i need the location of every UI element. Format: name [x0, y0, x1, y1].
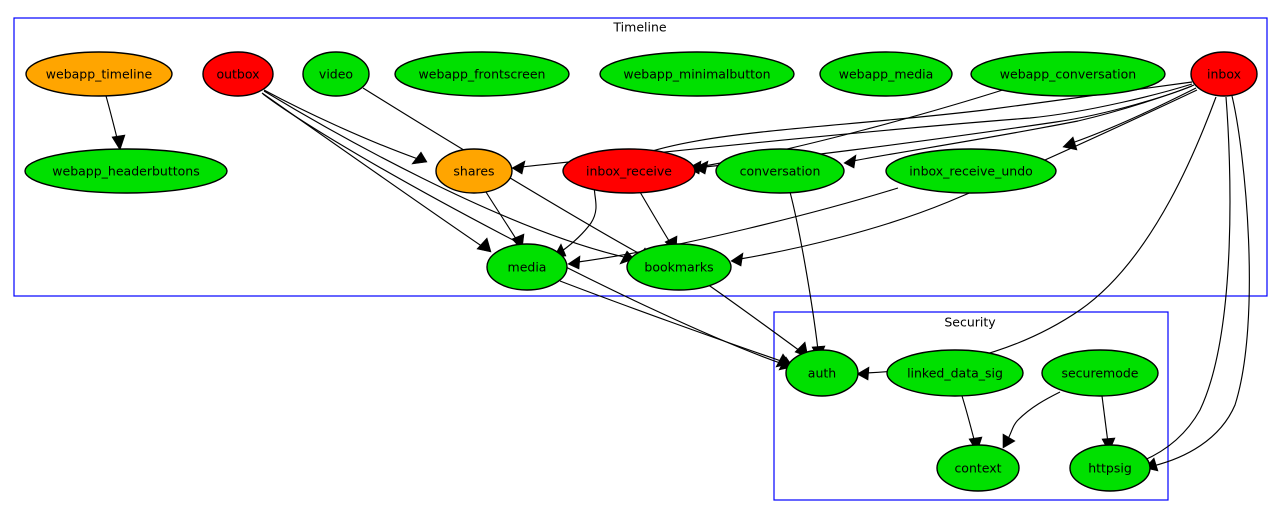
edge-line: [1101, 395, 1109, 444]
node-shape[interactable]: [885, 148, 1057, 194]
node-shape[interactable]: [1190, 51, 1258, 97]
node-shape[interactable]: [562, 148, 696, 194]
cluster-label: Security: [944, 315, 996, 330]
node-shape[interactable]: [715, 148, 845, 194]
node-securemode[interactable]: securemode: [1041, 349, 1159, 397]
node-shape[interactable]: [936, 444, 1020, 492]
arrowhead-icon: [476, 237, 492, 253]
arrowhead-icon: [111, 134, 126, 151]
node-shape[interactable]: [202, 51, 274, 97]
edge-line: [577, 187, 899, 263]
node-shape[interactable]: [819, 51, 953, 97]
edge-inbox-to-conversation: [843, 84, 1195, 169]
edge-line: [1152, 95, 1250, 467]
edge-line: [789, 191, 819, 351]
node-linked_data_sig[interactable]: linked_data_sig: [886, 349, 1024, 397]
node-webapp_media[interactable]: webapp_media: [819, 51, 953, 97]
edge-line: [105, 95, 119, 143]
node-shape[interactable]: [302, 51, 370, 97]
node-shape[interactable]: [394, 51, 570, 97]
edge-inbox-to-httpsig: [1131, 96, 1231, 469]
arrowhead-icon: [567, 255, 581, 270]
arrowhead-icon: [1062, 136, 1078, 151]
cluster-label: Timeline: [612, 20, 666, 35]
node-shape[interactable]: [486, 243, 568, 291]
cluster-border: [773, 311, 1169, 501]
node-outbox[interactable]: outbox: [202, 51, 274, 97]
edge-line: [263, 90, 625, 258]
edge-outbox-to-bookmarks: [263, 90, 635, 265]
node-conversation[interactable]: conversation: [715, 148, 845, 194]
arrowhead-icon: [411, 151, 428, 165]
node-shape[interactable]: [886, 349, 1024, 397]
node-shares[interactable]: shares: [435, 148, 513, 194]
node-shape[interactable]: [25, 51, 173, 97]
arrowhead-icon: [843, 154, 857, 169]
edge-media-to-auth: [559, 280, 791, 368]
node-shape[interactable]: [970, 51, 1166, 97]
edge-line: [639, 191, 672, 245]
edge-line: [1071, 87, 1197, 144]
edge-line: [865, 96, 1217, 374]
edge-line: [1007, 391, 1061, 440]
node-shape[interactable]: [599, 51, 795, 97]
node-shape[interactable]: [785, 349, 859, 397]
edge-outbox-to-auth: [262, 93, 794, 371]
cluster-timeline: Timeline: [13, 17, 1268, 297]
edge-line: [1139, 96, 1231, 463]
edge-line: [706, 283, 801, 352]
edge-securemode-to-httpsig: [1101, 395, 1116, 453]
node-webapp_minimalbutton[interactable]: webapp_minimalbutton: [599, 51, 795, 97]
edge-bookmarks-to-auth: [706, 283, 809, 358]
nodes-layer: webapp_timeline outbox video webapp_frontsc…: [24, 51, 1258, 492]
node-webapp_timeline[interactable]: webapp_timeline: [25, 51, 173, 97]
node-bookmarks[interactable]: bookmarks: [626, 243, 732, 291]
edge-linked_data_sig-to-context: [961, 395, 983, 453]
edge-line: [852, 84, 1195, 162]
node-webapp_headerbuttons[interactable]: webapp_headerbuttons: [24, 148, 228, 194]
node-video[interactable]: video: [302, 51, 370, 97]
edge-securemode-to-context: [1002, 391, 1061, 449]
edge-inbox-to-bookmarks: [730, 89, 1198, 267]
node-inbox_receive[interactable]: inbox_receive: [562, 148, 696, 194]
cluster-security: Security: [773, 311, 1169, 501]
node-shape[interactable]: [24, 148, 228, 194]
edge-line: [561, 81, 1193, 252]
edge-line: [961, 395, 976, 444]
edge-outbox-to-shares: [263, 89, 428, 165]
node-inbox_receive_undo[interactable]: inbox_receive_undo: [885, 148, 1057, 194]
node-webapp_conversation[interactable]: webapp_conversation: [970, 51, 1166, 97]
edge-line: [262, 93, 784, 365]
node-httpsig[interactable]: httpsig: [1069, 444, 1151, 492]
node-shape[interactable]: [1041, 349, 1159, 397]
node-media[interactable]: media: [486, 243, 568, 291]
node-auth[interactable]: auth: [785, 349, 859, 397]
node-context[interactable]: context: [936, 444, 1020, 492]
cluster-border: [13, 17, 1268, 297]
arrowhead-icon: [856, 366, 870, 381]
edge-webapp_timeline-to-webapp_headerbuttons: [105, 95, 126, 151]
edge-shares-to-media: [485, 191, 525, 251]
node-shape[interactable]: [1069, 444, 1151, 492]
edge-line: [739, 89, 1198, 260]
arrowhead-icon: [775, 353, 791, 368]
node-shape[interactable]: [626, 243, 732, 291]
arrowhead-icon: [730, 252, 744, 267]
arrowhead-icon: [619, 250, 635, 265]
edge-inbox-to-auth: [856, 96, 1217, 381]
node-shape[interactable]: [435, 148, 513, 194]
node-inbox[interactable]: inbox: [1190, 51, 1258, 97]
edge-line: [559, 280, 782, 362]
edge-line: [263, 89, 419, 160]
edge-inbox_receive-to-bookmarks: [639, 191, 678, 253]
edge-inbox_receive_undo-to-media: [567, 187, 899, 270]
arrowhead-icon: [511, 160, 526, 175]
arrowhead-icon: [1002, 433, 1016, 449]
node-webapp_frontscreen[interactable]: webapp_frontscreen: [394, 51, 570, 97]
